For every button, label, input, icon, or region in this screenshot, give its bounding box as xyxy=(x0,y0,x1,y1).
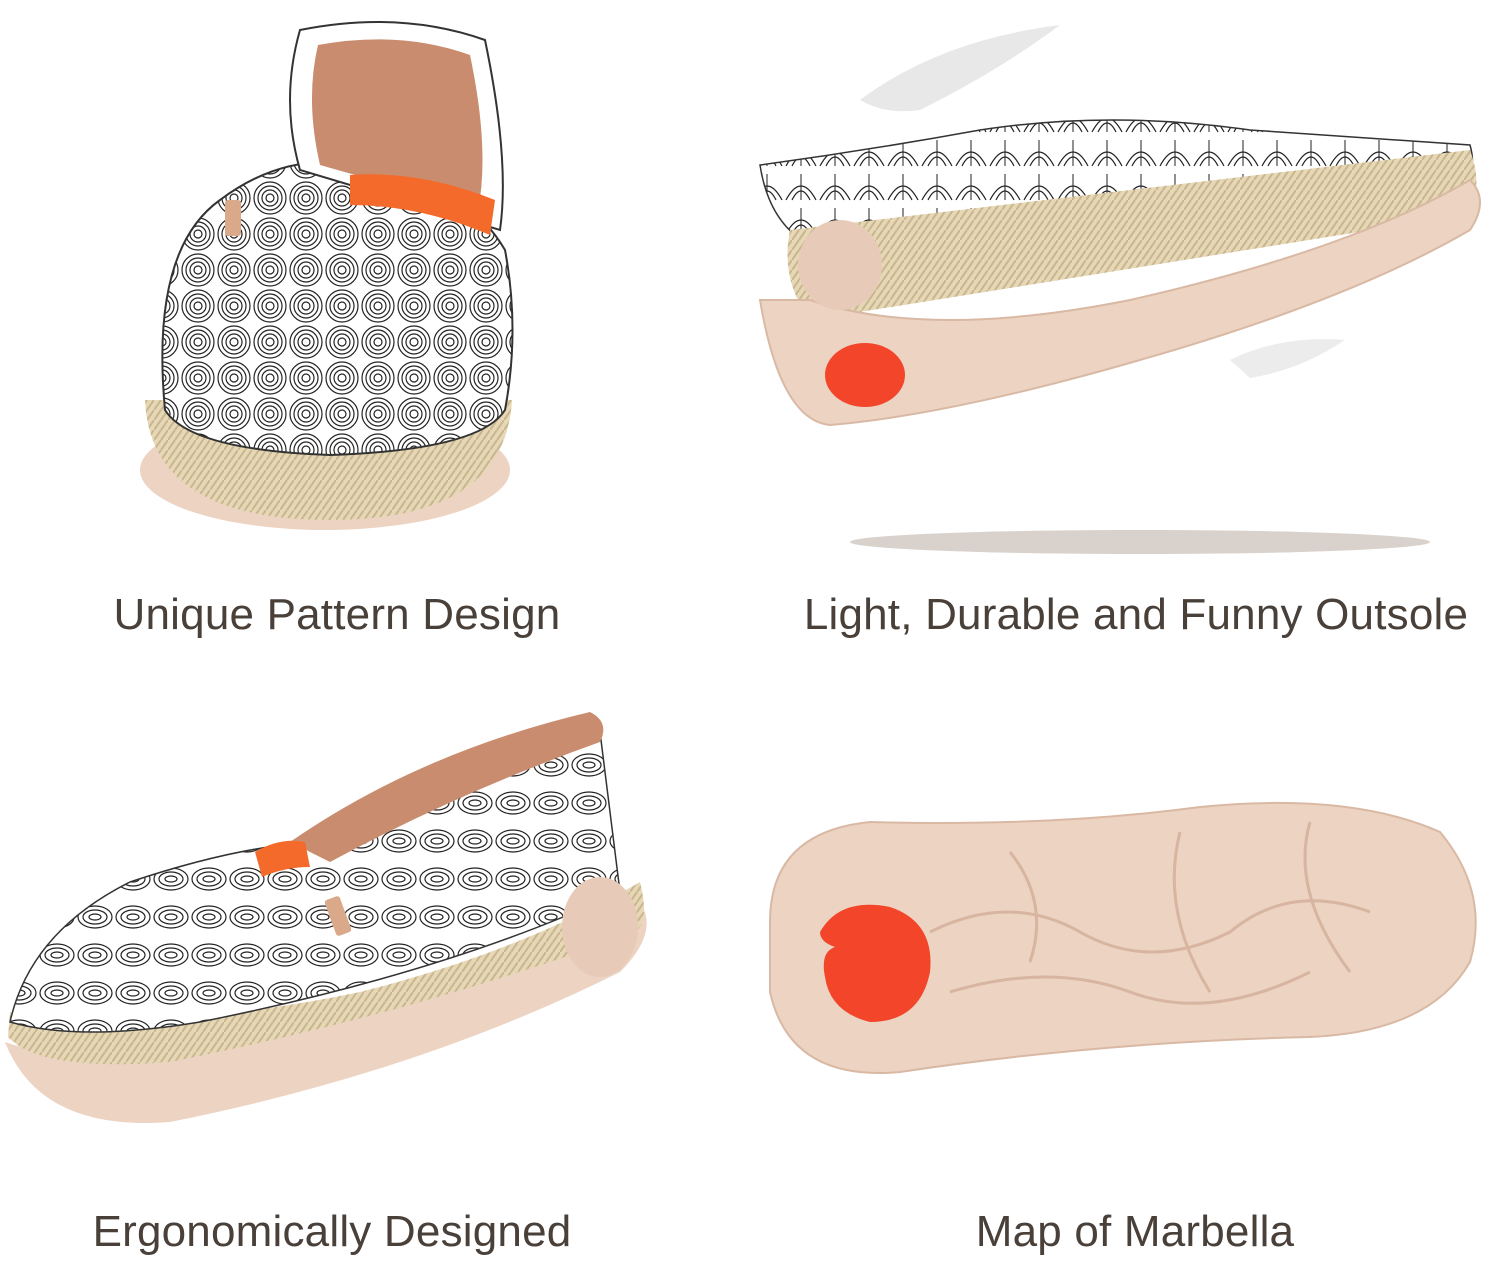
panel-map: Map of Marbella xyxy=(750,632,1500,1263)
shoe-front-view-image xyxy=(140,21,514,530)
shoe-outsole-image xyxy=(758,25,1481,554)
feather-icon xyxy=(1230,339,1345,378)
outsole-map-image xyxy=(769,801,1477,1074)
panel-unique-pattern: Unique Pattern Design xyxy=(0,0,750,639)
caption-map: Map of Marbella xyxy=(975,1207,1295,1256)
caption-ergonomic: Ergonomically Designed xyxy=(92,1207,572,1256)
panel-ergonomic: Ergonomically Designed xyxy=(0,632,750,1263)
panel-outsole: Light, Durable and Funny Outsole xyxy=(750,0,1500,639)
shoe-angled-image xyxy=(5,712,647,1123)
caption-outsole: Light, Durable and Funny Outsole xyxy=(803,590,1469,639)
caption-unique-pattern: Unique Pattern Design xyxy=(113,590,561,639)
feather-icon xyxy=(860,25,1060,112)
